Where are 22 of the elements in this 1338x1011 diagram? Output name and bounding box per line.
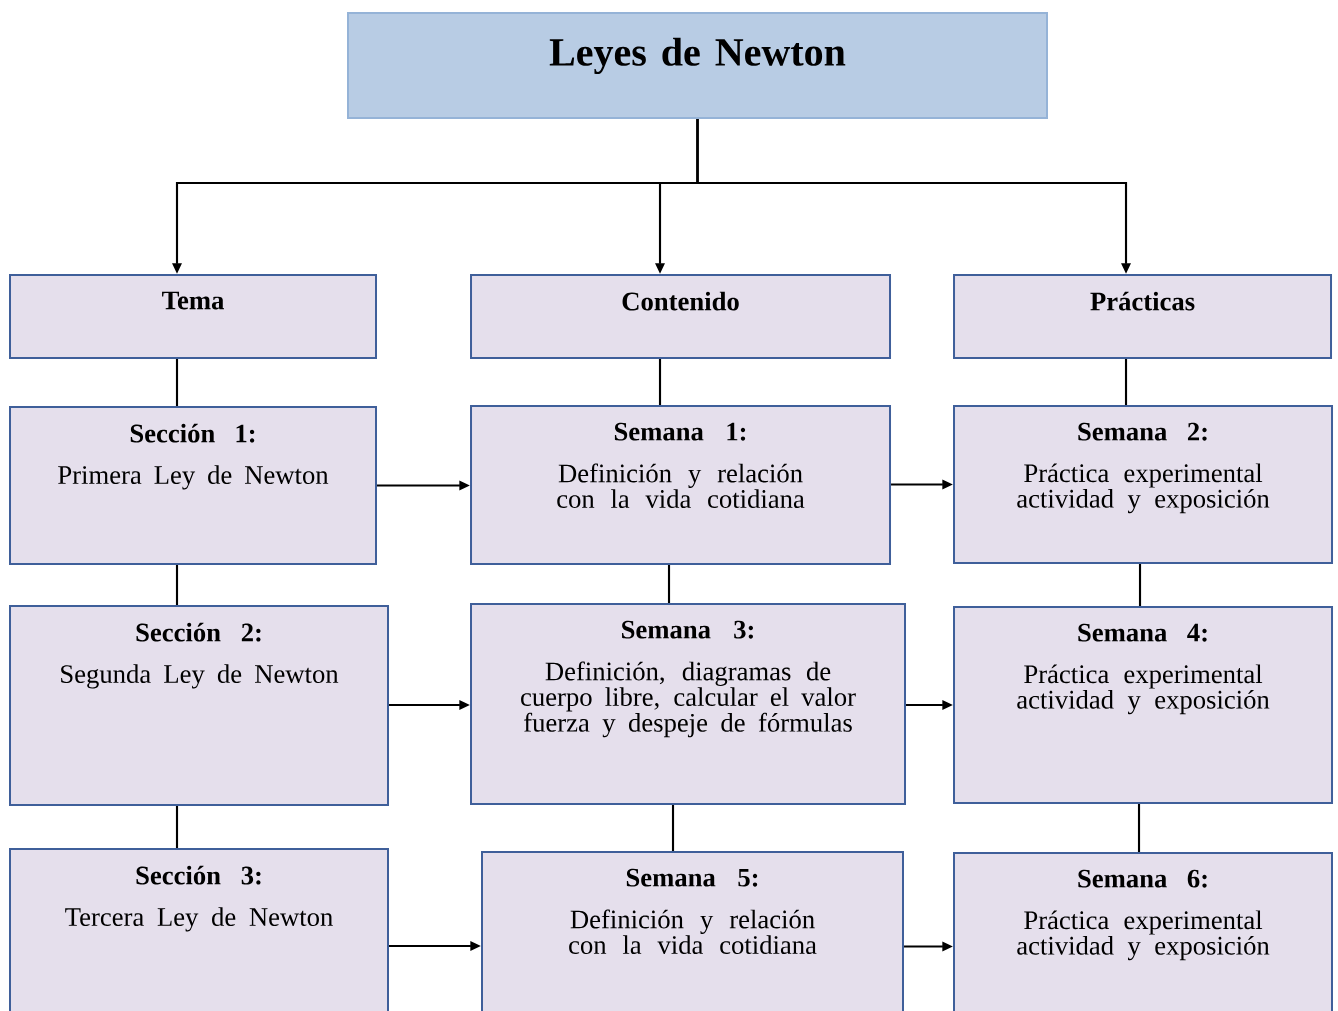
category-box: Prácticas	[953, 274, 1332, 359]
connector-line	[1138, 564, 1142, 606]
topic-box: Semana 1: Definición y relación con la vida cotidiana	[470, 405, 891, 565]
topic-box: Semana 3: Definición, diagramas de cuerpo libre, calcular el valor fuerza y despeje de fórmulas	[470, 603, 906, 805]
connector-line	[175, 565, 179, 605]
category-box: Tema	[9, 274, 377, 359]
connector-line	[175, 806, 179, 848]
topic-box: Semana 5: Definición y relación con la vida cotidiana	[481, 851, 904, 1011]
topic-box: Sección 2: Segunda Ley de Newton	[9, 605, 389, 806]
topic-box: Semana 4: Práctica experimental actividad y exposición	[953, 606, 1333, 804]
topic-box: Semana 2: Práctica experimental actividad y exposición	[953, 405, 1333, 564]
topic-box: Sección 1: Primera Ley de Newton	[9, 406, 377, 565]
connector-line	[175, 359, 179, 406]
connector-line	[658, 359, 662, 405]
category-box: Contenido	[470, 274, 891, 359]
connector-line	[1124, 359, 1128, 405]
topic-box: Sección 3: Tercera Ley de Newton	[9, 848, 389, 1011]
title-box: Leyes de Newton	[347, 12, 1048, 119]
topic-box: Semana 6: Práctica experimental actividad y exposición	[953, 852, 1333, 1011]
connector-line	[1137, 804, 1141, 852]
connector-line	[667, 565, 671, 603]
connector-line	[671, 805, 675, 851]
